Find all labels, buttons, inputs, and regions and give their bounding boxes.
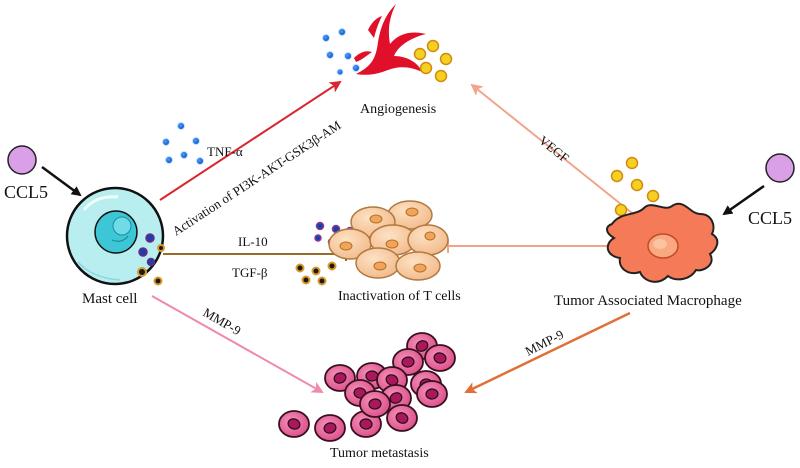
tgf-beta-label: TGF-β — [232, 265, 268, 280]
metastasis-label: Tumor metastasis — [330, 446, 429, 461]
mast-cell-label: Mast cell — [82, 291, 137, 307]
tumor-cell — [359, 390, 391, 418]
ccl5-label-right: CCL5 — [748, 208, 792, 228]
il10-label: IL-10 — [238, 234, 268, 249]
tnf-alpha-label: TNF-α — [207, 144, 243, 159]
inhibit-tam-to-tcells — [447, 239, 612, 253]
tgf-beta-particles — [295, 261, 337, 286]
arrow-tam-to-metastasis — [464, 311, 631, 394]
inhibit-mast-to-tcells — [163, 247, 347, 261]
angiogenesis-label: Angiogenesis — [360, 102, 436, 117]
tumor-cell — [324, 364, 356, 392]
tumor-associated-macrophage — [606, 202, 719, 283]
ccl5-ligand-left — [7, 145, 37, 175]
tumor-cell — [386, 404, 418, 432]
tumor-cell — [278, 410, 310, 438]
mmp9-label-left: MMP-9 — [201, 305, 244, 339]
tumor-cell — [424, 344, 456, 372]
arrow-mast-to-metastasis — [151, 295, 324, 393]
tumor-cell-cluster — [278, 332, 456, 442]
arrow-ccl5-to-tam — [722, 184, 765, 216]
arrow-mast-to-angiogenesis — [159, 80, 342, 201]
inactivation-label: Inactivation of T cells — [338, 289, 461, 304]
mast-cell-granules — [137, 233, 165, 286]
ccl5-label-left: CCL5 — [4, 182, 48, 202]
tumor-cell — [314, 414, 346, 442]
vegf-particles-top — [413, 39, 453, 83]
arrow-ccl5-to-mast — [41, 165, 82, 197]
tumor-cell — [416, 380, 448, 408]
mast-cell — [65, 186, 165, 286]
ccl5-ligand-right — [765, 153, 795, 183]
arrow-tam-to-angiogenesis — [470, 83, 633, 214]
t-cell-nuclei — [339, 207, 436, 273]
blood-vessel — [354, 4, 426, 75]
angiogenesis-particles — [322, 28, 360, 76]
tnf-alpha-particles — [162, 122, 204, 165]
tam-label: Tumor Associated Macrophage — [554, 293, 742, 309]
vegf-particles-right — [610, 156, 660, 217]
